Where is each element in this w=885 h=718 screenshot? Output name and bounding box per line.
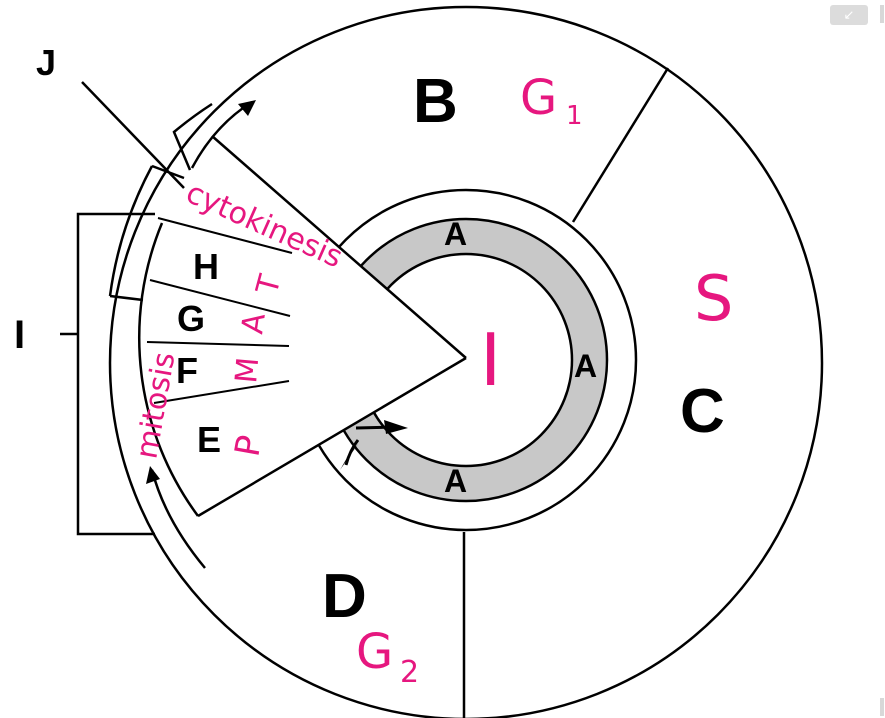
annotation-g2: G [356, 624, 393, 680]
cytokinesis-arrowhead-icon [238, 100, 256, 116]
mitosis-wedge [147, 136, 466, 514]
label-a-top: A [444, 216, 467, 252]
annotation-g1-sub: 1 [566, 101, 583, 131]
annotation-s: S [694, 262, 733, 335]
divider-g-f [146, 341, 290, 347]
cytokinesis-bracket [172, 102, 213, 171]
ring-arrow-upper [355, 425, 395, 430]
outer-circle [108, 5, 824, 718]
divider-h-top [157, 217, 293, 254]
label-f: F [176, 350, 198, 391]
label-a-bottom: A [444, 463, 467, 499]
label-a-right: A [574, 348, 597, 384]
label-c: C [680, 377, 725, 446]
annotation-g2-sub: 2 [400, 655, 419, 690]
bottom-edge-handle [880, 698, 884, 716]
label-i: I [14, 313, 25, 357]
label-j: J [36, 42, 56, 83]
label-e: E [197, 419, 221, 460]
label-g: G [177, 298, 205, 339]
mitosis-outer-strip [108, 165, 154, 297]
wedge-edge-bottom [197, 356, 467, 518]
ring-arrow-lower [344, 439, 360, 466]
label-b: B [413, 67, 458, 136]
divider-b-c [571, 67, 670, 223]
wedge-inner-arc [138, 222, 200, 517]
divider-f-e [153, 380, 290, 404]
j-pointer-line [81, 81, 185, 189]
annotation-metaphase: M [229, 356, 266, 385]
wedge-edge-top [211, 135, 467, 359]
annotation-g1: G [520, 70, 557, 126]
i-bracket [76, 212, 155, 536]
label-d: D [322, 562, 367, 631]
strip-tick-bottom [109, 294, 144, 302]
annotation-center: I [480, 318, 501, 402]
right-edge-handle [880, 5, 884, 23]
collapse-arrow-icon[interactable]: ↙ [830, 5, 868, 25]
divider-h-g [149, 279, 291, 317]
ring-arrowhead-right-icon [384, 420, 408, 434]
label-h: H [193, 246, 219, 287]
mitosis-arrowhead-icon [146, 466, 160, 484]
